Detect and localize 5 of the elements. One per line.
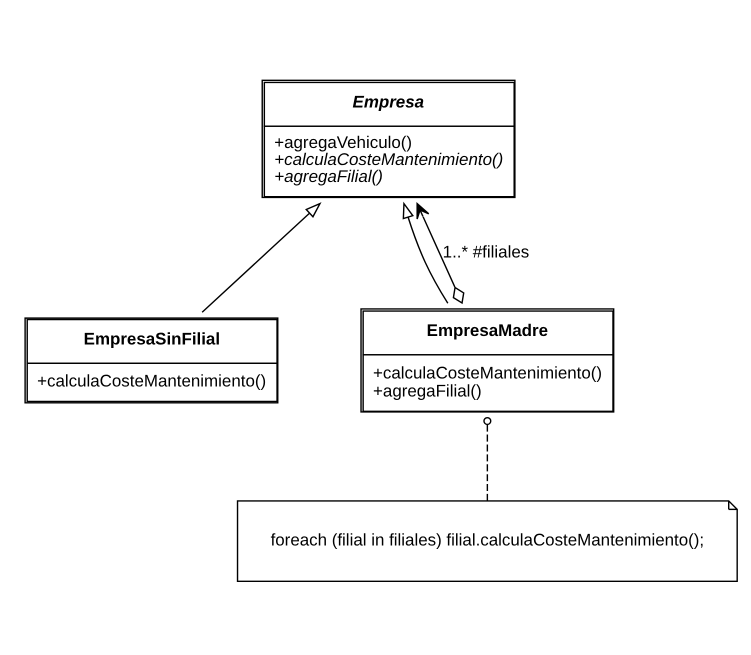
arrow bbox=[202, 202, 322, 312]
connector bbox=[483, 416, 492, 500]
edge-label: 1..* #filiales bbox=[442, 242, 530, 262]
arrow bbox=[416, 202, 464, 304]
arrow bbox=[402, 201, 448, 304]
